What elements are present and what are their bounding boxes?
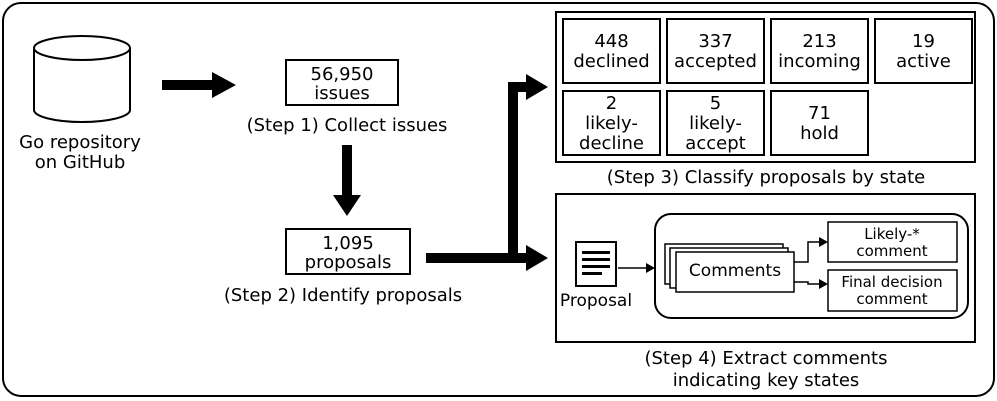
state-boxes: 448declined337accepted213incoming19activ… [562,18,973,156]
state-label: declined [573,51,649,72]
source-label-line2: on GitHub [35,152,126,173]
comments-label: Comments [689,261,781,281]
proposal-doc-label: Proposal [560,291,632,311]
state-count: 5 [710,93,721,114]
step3-caption: (Step 3) Classify proposals by state [607,167,925,188]
likely-comment-box [827,221,958,263]
proposals-box [285,228,411,275]
arrow-to-final-comment [794,279,828,289]
state-label: hold [800,123,839,144]
step4-caption-line1: (Step 4) Extract comments [644,348,887,369]
state-label: incoming [778,51,861,72]
state-label: accepted [674,51,757,72]
state-count: 2 [606,93,617,114]
state-label: decline [579,133,644,154]
state-count: 337 [698,31,732,52]
state-count: 19 [912,31,935,52]
source-label-line1: Go repository [19,132,141,153]
database-icon [33,35,131,123]
state-label: likely- [585,113,638,134]
state-count: 71 [808,103,831,124]
state-count: 448 [594,31,628,52]
state-count: 213 [802,31,836,52]
step1-caption: (Step 1) Collect issues [247,115,448,136]
state-label: accept [685,133,745,154]
final-comment-line2: comment [856,290,927,308]
arrow-proposals-branch [426,74,548,271]
likely-comment-line1: Likely-* [864,225,920,243]
arrow-doc-to-comments [618,263,655,273]
state-label: likely- [689,113,742,134]
document-icon [575,241,617,287]
issues-label: issues [314,83,370,104]
issues-count: 56,950 [311,64,374,85]
final-comment-box [827,269,958,312]
issues-box [285,59,399,106]
arrow-issues-to-proposals [333,145,361,216]
step4-caption-line2: indicating key states [673,370,860,391]
likely-comment-line2: comment [856,242,927,260]
proposals-label: proposals [305,252,392,273]
arrow-repo-to-issues [162,72,236,98]
state-label: active [896,51,951,72]
arrow-to-likely-comment [794,237,828,263]
final-comment-line1: Final decision [841,273,942,291]
comments-stack [664,243,795,293]
step2-caption: (Step 2) Identify proposals [224,285,462,306]
proposals-count: 1,095 [322,233,374,254]
